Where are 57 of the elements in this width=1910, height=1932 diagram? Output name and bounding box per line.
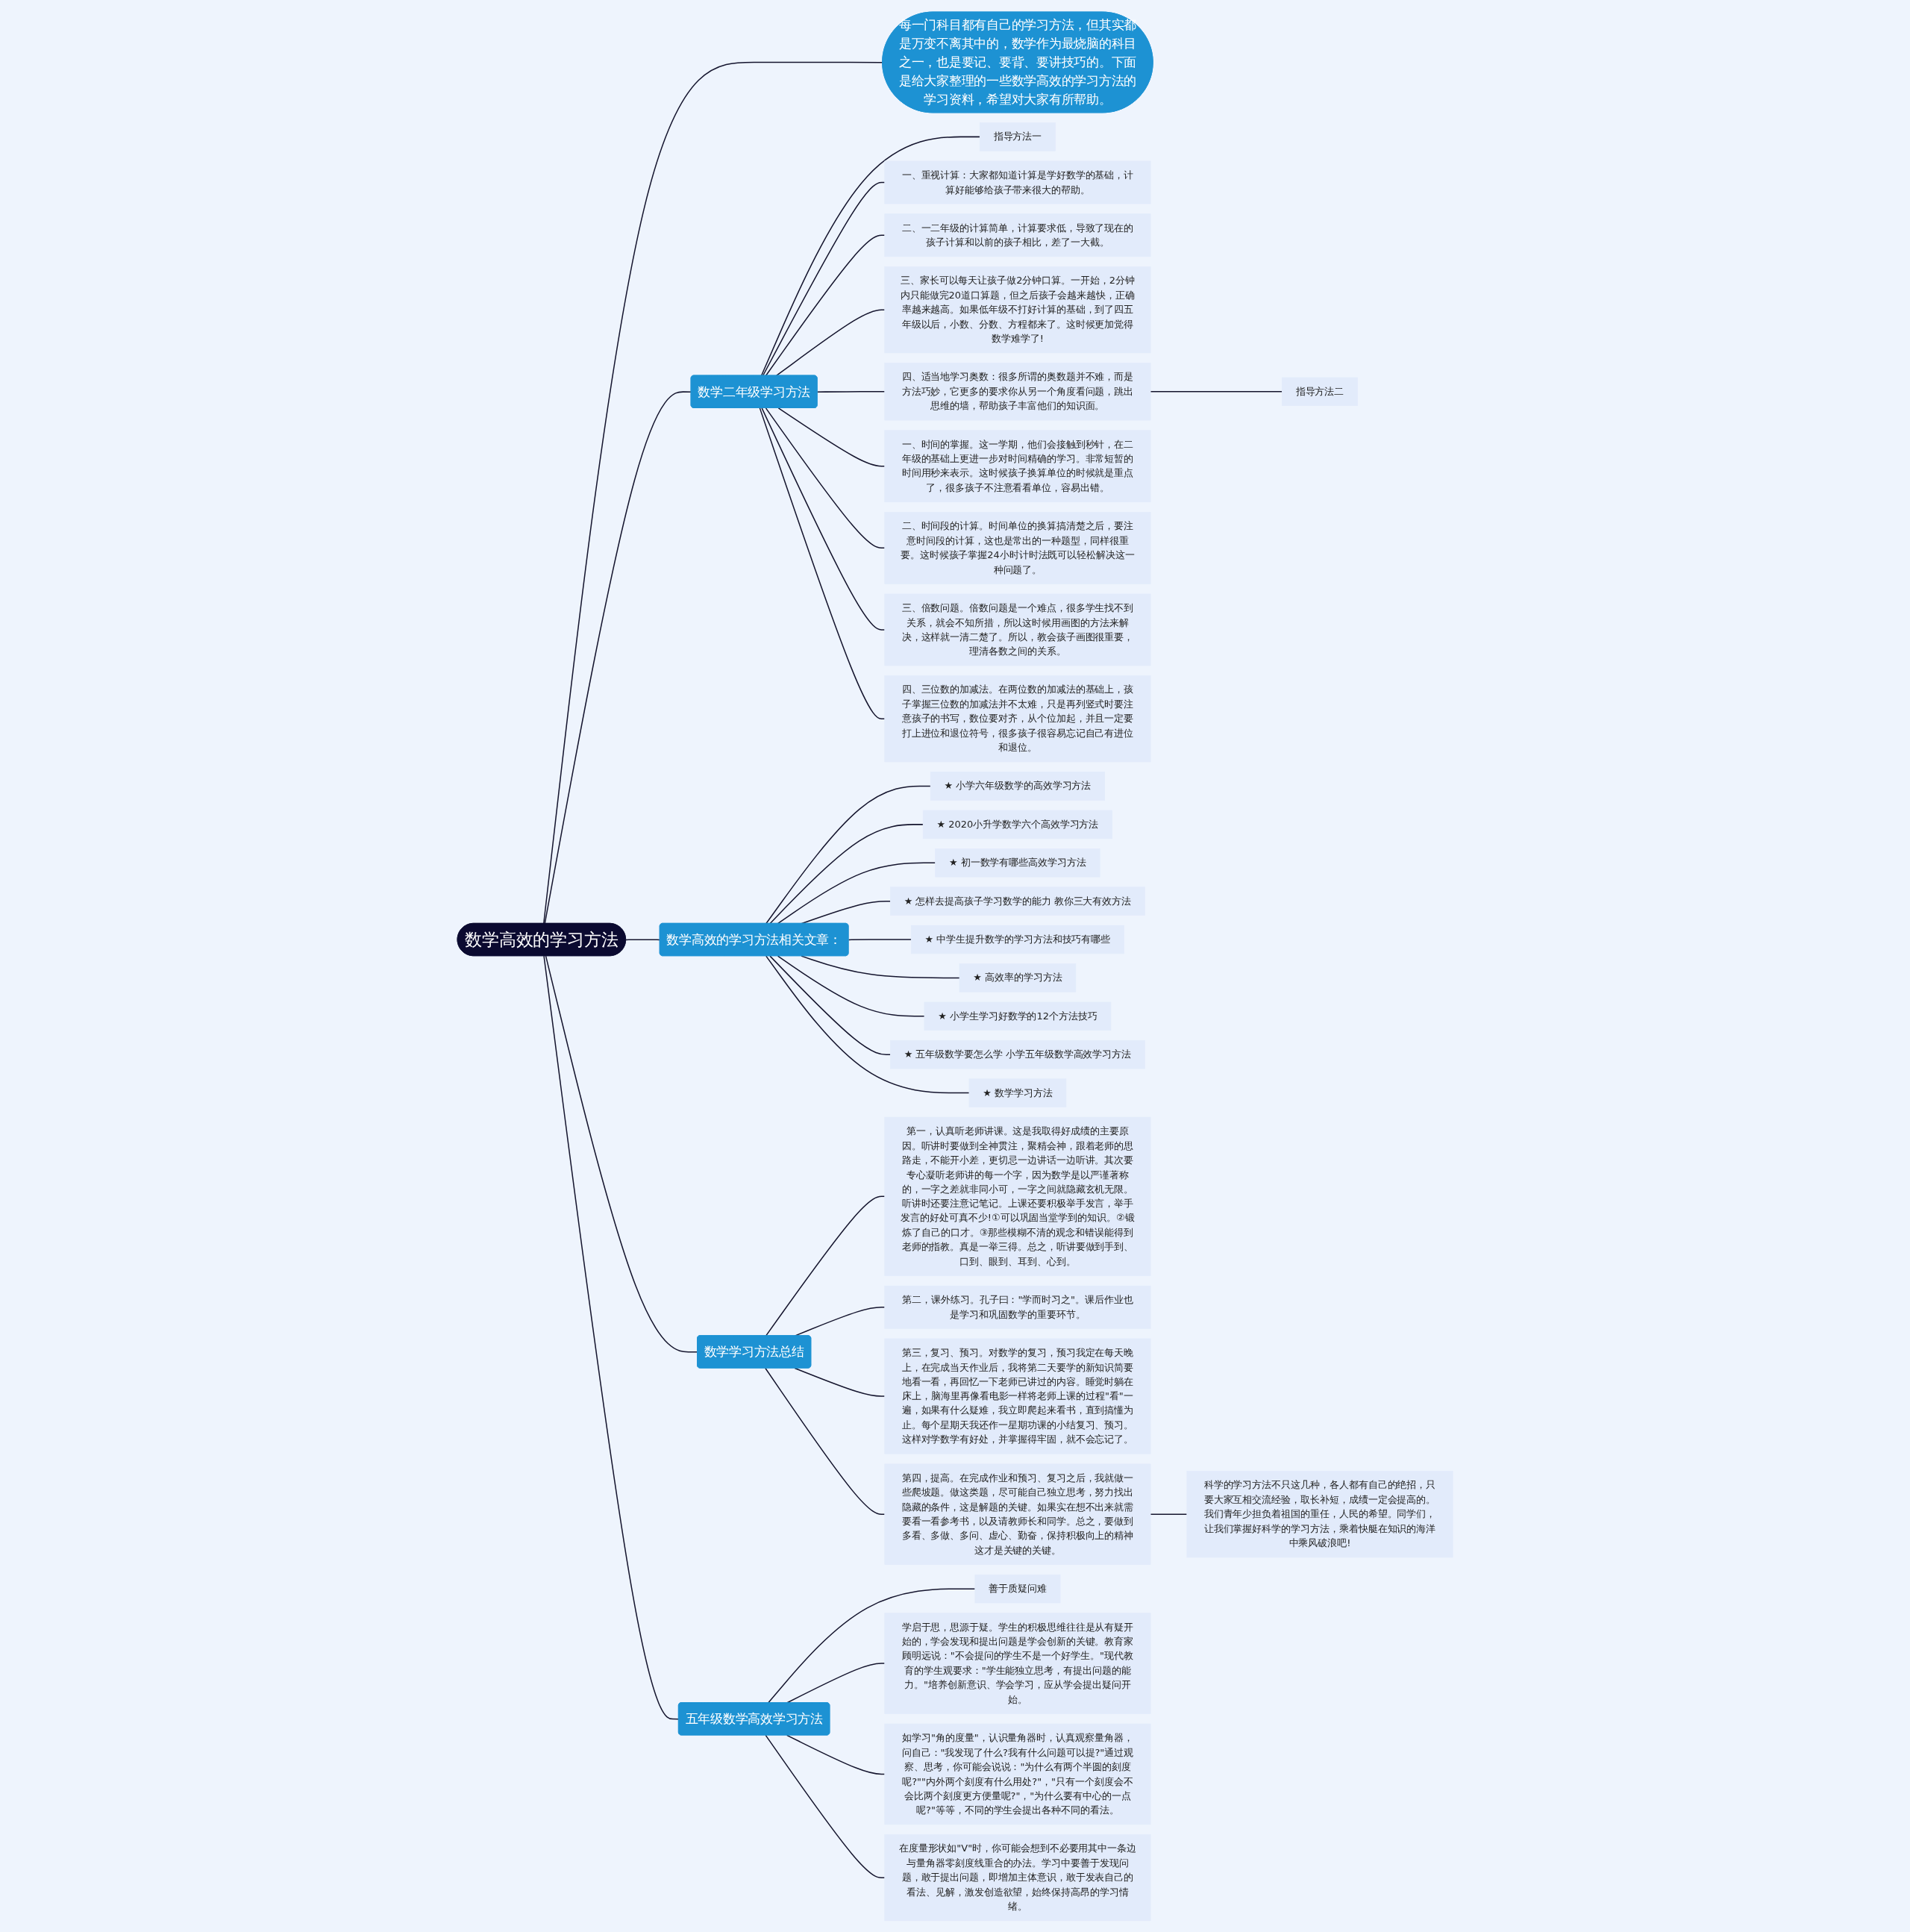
connector	[543, 954, 680, 1719]
connector	[765, 785, 931, 924]
connector	[777, 407, 886, 466]
node-box: 一、重视计算：大家都知道计算是学好数学的基础，计算好能够给孩子带来很大的帮助。	[884, 160, 1151, 204]
node-box: ★ 小学六年级数学的高效学习方法	[930, 771, 1105, 801]
node-box: 三、倍数问题。倍数问题是一个难点，很多学生找不到关系，就会不知所措，所以这时候用画图的方法来解决，这样就一清二楚了。所以，教会孩子画图很重要，理清各数之间的关系。	[884, 593, 1151, 666]
node-box: 第四，提高。在完成作业和预习、复习之后，我就做一些爬坡题。做这类题，尽可能自己独立思考，努力找出隐藏的条件，这是解题的关键。如果实在想不出来就需要看一看参考书，以及请教师长和同学。总之，要做到多看、多做、多问、虚心、勤奋，保持积极向上的精神这才是关键的关键。	[884, 1463, 1151, 1565]
node-box: 学启于思，思源于疑。学生的积极思维往往是从有疑开始的，学会发现和提出问题是学会创新的关键。教育家顾明远说："不会提问的学生不是一个好学生。"现代教育的学生观要求："学生能独立思考，有提出问题的能力。"培养创新意识、学会学习，应从学会提出疑问开始。	[884, 1612, 1151, 1714]
connector	[767, 1587, 976, 1704]
node-box: 第二，课外练习。孔子曰："学而时习之"。课后作业也是学习和巩固数学的重要环节。	[884, 1285, 1151, 1329]
node-box: 二、一二年级的计算简单，计算要求低，导致了现在的孩子计算和以前的孩子相比，差了一大截。	[884, 213, 1151, 257]
connector	[759, 407, 886, 719]
connector	[794, 1367, 886, 1397]
connector	[765, 407, 886, 548]
node-box: 三、家长可以每天让孩子做2分钟口算。一开始，2分钟内只能做完20道口算题，但之后孩子会越来越快，正确率越来越高。如果低年级不打好计算的基础，到了四五年级以后，小数、分数、方程都来了。这时候更加觉得数学难学了!	[884, 266, 1151, 353]
connector	[769, 823, 924, 924]
node-box: ★ 中学生提升数学的学习方法和技巧有哪些	[910, 925, 1124, 954]
node-box: ★ 怎样去提高孩子学习数学的能力 教你三大有效方法	[889, 886, 1145, 916]
node-box: 如学习"角的度量"，认识量角器时，认真观察量角器，问自己："我发现了什么?我有什么问题可以提?"通过观察、思考，你可能会说说："为什么有两个半圆的刻度呢?""内外两个刻度有什么用处?"，"只有一个刻度会不会比两个刻度更方便量呢?"，"为什么要有中心的一点呢?"等等，不同的学生会提出各种不同的看法。	[884, 1723, 1151, 1825]
connector	[786, 1734, 886, 1775]
node-box: 四、适当地学习奥数：很多所谓的奥数题并不难，而是方法巧妙，它更多的要求你从另一个角度看问题，跳出思维的墙，帮助孩子丰富他们的知识面。	[884, 362, 1151, 420]
connector	[848, 938, 912, 940]
node-box: 第一，认真听老师讲课。这是我取得好成绩的主要原因。听讲时要做到全神贯注，聚精会神，跟着老师的思路走，不能开小差，更切忌一边讲话一边听讲。其次要专心凝听老师讲的每一个字，因为数学是以严谨著称的，一字之差就非同小可，一字之间就隐藏玄机无限。听讲时还要注意记笔记。上课还要积极举手发言，举手发言的好处可真不少!①可以巩固当堂学到的知识。②锻炼了自己的口才。③那些模糊不清的观念和错误能得到老师的指教。真是一举三得。总之，听讲要做到手到、口到、眼到、耳到、心到。	[884, 1116, 1151, 1276]
connector	[625, 938, 661, 940]
node-box: 指导方法二	[1281, 377, 1358, 406]
node-box: 指导方法一	[979, 122, 1056, 151]
connector	[545, 954, 698, 1353]
connector	[816, 390, 886, 393]
node-box: ★ 2020小升学数学六个高效学习方法	[922, 810, 1112, 839]
connector	[775, 308, 886, 376]
connector	[1150, 390, 1283, 393]
connector	[769, 954, 892, 1055]
connector	[762, 181, 886, 376]
connector	[765, 1734, 886, 1878]
node-box: 二、时间段的计算。时间单位的换算搞清楚之后，要注意时间段的计算，这也是常出的一种题型，同样很重要。这时候孩子掌握24小时计时法既可以轻松解决这一种问题了。	[884, 511, 1151, 584]
node-box: ★ 小学生学习好数学的12个方法技巧	[924, 1001, 1112, 1031]
connector	[801, 954, 960, 978]
node-box: ★ 初一数学有哪些高效学习方法	[935, 848, 1100, 877]
connector	[544, 390, 692, 924]
connector	[761, 407, 886, 631]
connector	[542, 61, 883, 924]
node-box: 一、时间的掌握。这一学期，他们会接触到秒针，在二年级的基础上更进一步对时间精确的学习。非常短暂的时间用秒来表示。这时候孩子换算单位的时候就是重点了，很多孩子不注意看看单位，容易出错。	[884, 429, 1151, 502]
node-box: 第三，复习、预习。对数学的复习，预习我定在每天晚上，在完成当天作业后，我将第二天要学的新知识简要地看一看，再回忆一下老师已讲过的内容。睡觉时躺在床上，脑海里再像看电影一样将老师上课的过程"看"一遍，如果有什么疑难，我立即爬起来看书，直到搞懂为止。每个星期天我还作一星期功课的小结复习、预习。这样对学数学有好处，并掌握得牢固，就不会忘记了。	[884, 1338, 1151, 1454]
connector	[765, 1367, 886, 1515]
connector	[765, 1195, 886, 1337]
connector	[777, 954, 925, 1017]
connector	[765, 234, 886, 376]
connector	[1150, 1513, 1188, 1515]
node-box: ★ 高效率的学习方法	[959, 963, 1077, 992]
node-box: 四、三位数的加减法。在两位数的加减法的基础上，孩子掌握三位数的加减法并不太难，只是再列竖式时要注意孩子的书写，数位要对齐，从个位加起，并且一定要打上进位和退位符号，很多孩子很容易忘记自己有进位和退位。	[884, 675, 1151, 762]
node-box: 科学的学习方法不只这几种，各人都有自己的绝招，只要大家互相交流经验，取长补短，成绩一定会提高的。我们青年少担负着祖国的重任，人民的希望。同学们，让我们掌握好科学的学习方法，乘着快艇在知识的海洋中乘风破浪吧!	[1186, 1470, 1453, 1557]
connector	[765, 954, 970, 1093]
connector	[760, 136, 980, 376]
node-box: ★ 五年级数学要怎么学 小学五年级数学高效学习方法	[889, 1040, 1145, 1069]
node-box: 在度量形状如"V"时，你可能会想到不必要用其中一条边与量角器零刻度线重合的办法。学习中要善于发现问题，敢于提出问题，即增加主体意识，敢于发表自己的看法、见解，激发创造欲望，始终保持高昂的学习情绪。	[884, 1833, 1151, 1921]
node-box: 善于质疑问难	[974, 1574, 1061, 1603]
node-box: ★ 数学学习方法	[968, 1078, 1067, 1107]
